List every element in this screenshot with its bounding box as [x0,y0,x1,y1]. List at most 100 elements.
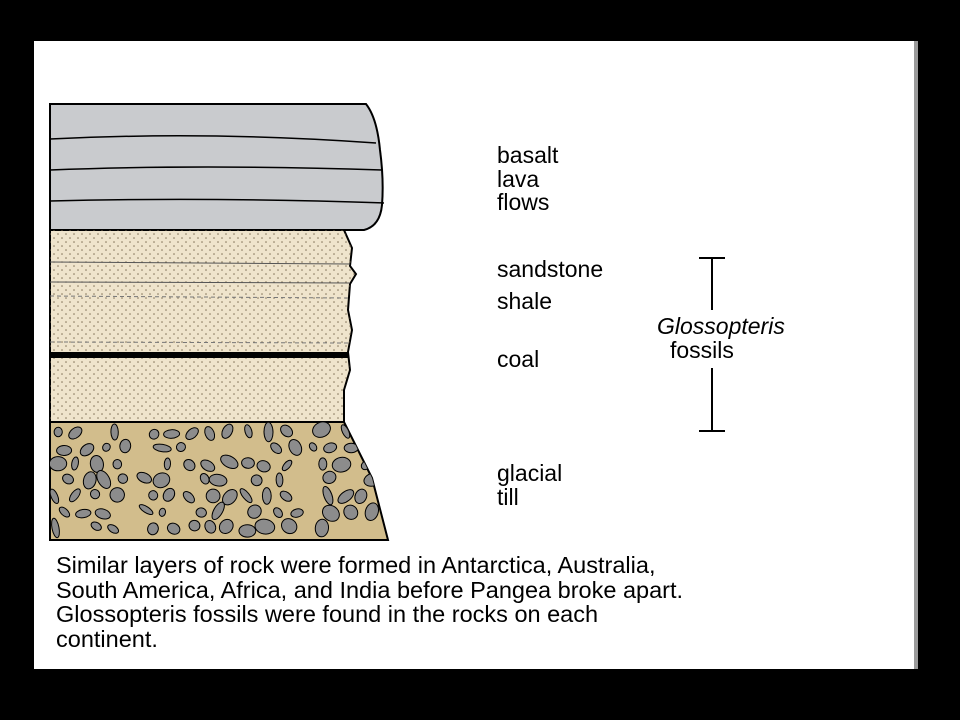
pebble [185,427,199,440]
basalt-layer [49,103,385,231]
label-till: till [497,484,519,510]
pebble [208,473,228,487]
pebble [263,422,274,443]
pebble [322,485,334,506]
pebble [109,487,125,503]
pebble [195,507,207,518]
pebble [71,456,79,471]
pebble [354,488,368,505]
pebble [162,487,176,502]
pebble [117,473,129,484]
label-sandstone: sandstone [497,256,604,282]
pebble [107,524,120,534]
pebble [323,442,338,454]
pebble [288,438,303,456]
pebble [218,518,234,535]
pebble [318,457,328,471]
label-glacial: glacial [497,460,563,486]
pebble [331,456,352,473]
pebble [58,506,71,518]
pebble [53,426,63,438]
pebble [152,443,172,453]
pebble [220,454,239,470]
pebble [119,438,132,454]
pebble [51,517,60,539]
pebble [244,424,253,439]
pebble [175,442,187,453]
pebble [351,426,370,441]
pebble [270,442,283,455]
pebble [200,459,216,472]
pebble [94,508,111,520]
caption-line: Glossopteris fossils were found in the r… [56,601,599,627]
pebble [204,426,216,441]
pebble [281,518,298,535]
pebble [256,460,271,473]
label-lava: lava [497,166,540,192]
pebble [90,521,102,531]
label-fossils: fossils [670,337,734,363]
pebble [138,504,154,516]
pebble [112,459,123,470]
panel-edge [914,41,918,669]
caption-line: Similar layers of rock were formed in An… [56,552,656,578]
pebble [56,444,73,457]
pebble [280,424,294,438]
pebble [279,490,293,502]
coal-seam [50,352,348,358]
caption-line: continent. [56,625,158,652]
glacial-till-layer [49,421,390,541]
pebble [221,423,234,439]
pebble [321,504,340,522]
pebble [163,429,181,439]
pebble [343,504,359,520]
label-glossopteris: Glossopteris [657,313,785,339]
pebble [183,459,196,472]
fossil-range-bar [699,257,725,432]
caption-line: South America, Africa, and India before … [56,576,684,603]
pebble [314,518,330,538]
pebble [96,470,112,489]
label-coal: coal [497,346,540,372]
pebble [166,522,181,535]
pebble [69,488,81,503]
caption: Similar layers of rock were formed in An… [56,553,916,651]
label-flows: flows [497,189,550,215]
pebble [261,487,272,505]
pebble [158,507,167,517]
pebble [337,489,355,504]
pebble [102,442,111,452]
pebble [62,473,74,485]
pebble [238,524,257,538]
pebble [110,423,119,441]
pebble [254,518,276,535]
pebble [79,443,95,457]
pebble [308,442,318,452]
pebble [363,441,380,456]
pebble [50,456,68,472]
pebble [188,519,201,532]
pebble [204,519,217,534]
pebble [211,501,225,521]
pebble [290,508,304,518]
pebble [239,488,253,504]
pebble [152,472,171,489]
pebble [82,471,97,490]
pebble [250,474,263,487]
label-shale: shale [497,288,552,314]
pebble [136,471,153,484]
pebble [275,472,284,488]
pebble [68,426,83,440]
pebble [205,488,221,504]
pebble [322,470,337,485]
pebble [163,457,172,471]
pebble [148,428,160,440]
pebble [148,490,159,501]
pebble [273,507,283,518]
label-basalt: basalt [497,142,559,168]
pebble [50,488,60,505]
pebble [247,504,262,519]
pebble [364,502,380,521]
